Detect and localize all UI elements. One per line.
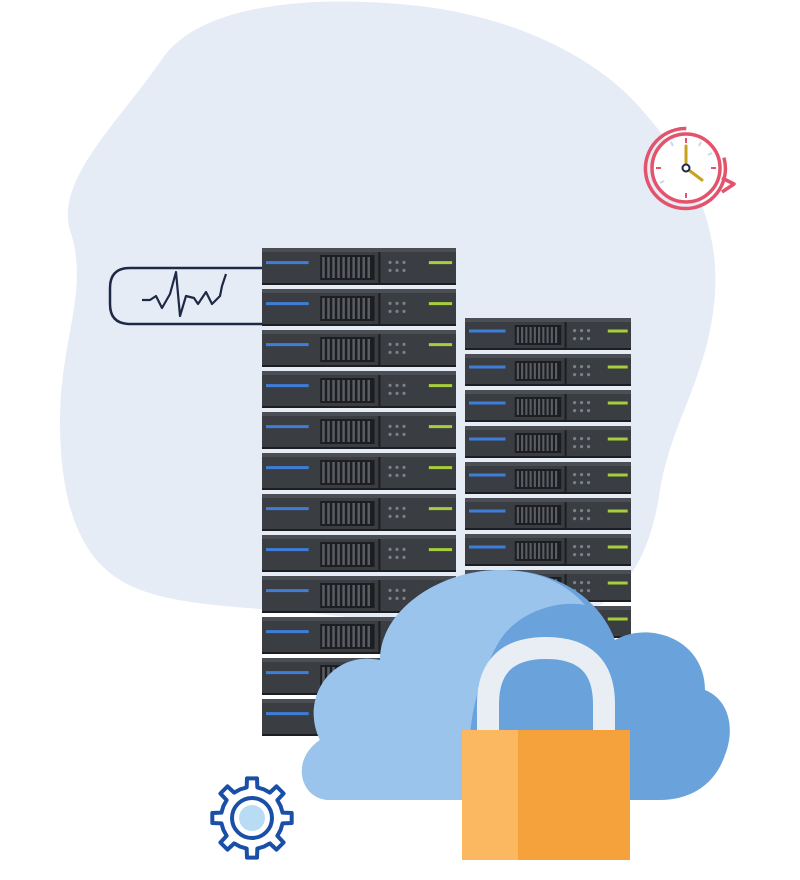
server-unit <box>465 318 631 350</box>
clock-refresh-icon <box>643 126 736 211</box>
heartbeat-monitor <box>108 266 262 326</box>
server-unit <box>465 534 631 566</box>
blue-led <box>469 509 506 513</box>
blue-led <box>469 329 506 333</box>
server-unit <box>262 412 456 449</box>
gear-icon <box>210 776 294 860</box>
green-led <box>607 437 628 441</box>
green-led <box>428 507 453 511</box>
server-unit <box>262 535 456 572</box>
server-unit <box>465 390 631 422</box>
green-led <box>428 466 453 470</box>
server-unit <box>262 453 456 490</box>
green-led <box>428 302 453 306</box>
blue-led <box>266 507 309 511</box>
padlock-icon <box>462 636 630 860</box>
blue-led <box>266 425 309 429</box>
blue-led <box>266 343 309 347</box>
blue-led <box>266 630 309 634</box>
blue-led <box>469 401 506 405</box>
server-unit <box>262 576 456 613</box>
blue-led <box>469 545 506 549</box>
blue-led <box>469 437 506 441</box>
green-led <box>428 261 453 265</box>
server-unit <box>262 289 456 326</box>
green-led <box>607 365 628 369</box>
blue-led <box>266 384 309 388</box>
server-unit <box>465 426 631 458</box>
server-unit <box>465 354 631 386</box>
blue-led <box>266 302 309 306</box>
blue-led <box>469 365 506 369</box>
green-led <box>607 509 628 513</box>
green-led <box>428 384 453 388</box>
server-unit <box>262 248 456 285</box>
blue-led <box>266 712 309 716</box>
server-unit <box>262 371 456 408</box>
blue-led <box>266 548 309 552</box>
server-unit <box>262 494 456 531</box>
heartbeat-line <box>142 270 228 318</box>
green-led <box>428 425 453 429</box>
green-led <box>607 617 628 621</box>
server-unit <box>262 330 456 367</box>
green-led <box>607 329 628 333</box>
server-unit <box>465 462 631 494</box>
blue-led <box>469 473 506 477</box>
green-led <box>428 343 453 347</box>
blue-led <box>266 671 309 675</box>
green-led <box>607 473 628 477</box>
blue-led <box>266 589 309 593</box>
blue-led <box>266 261 309 265</box>
blue-led <box>266 466 309 470</box>
green-led <box>607 401 628 405</box>
server-unit <box>465 498 631 530</box>
green-led <box>607 545 628 549</box>
server-unit <box>262 617 456 654</box>
green-led <box>607 581 628 585</box>
green-led <box>428 548 453 552</box>
